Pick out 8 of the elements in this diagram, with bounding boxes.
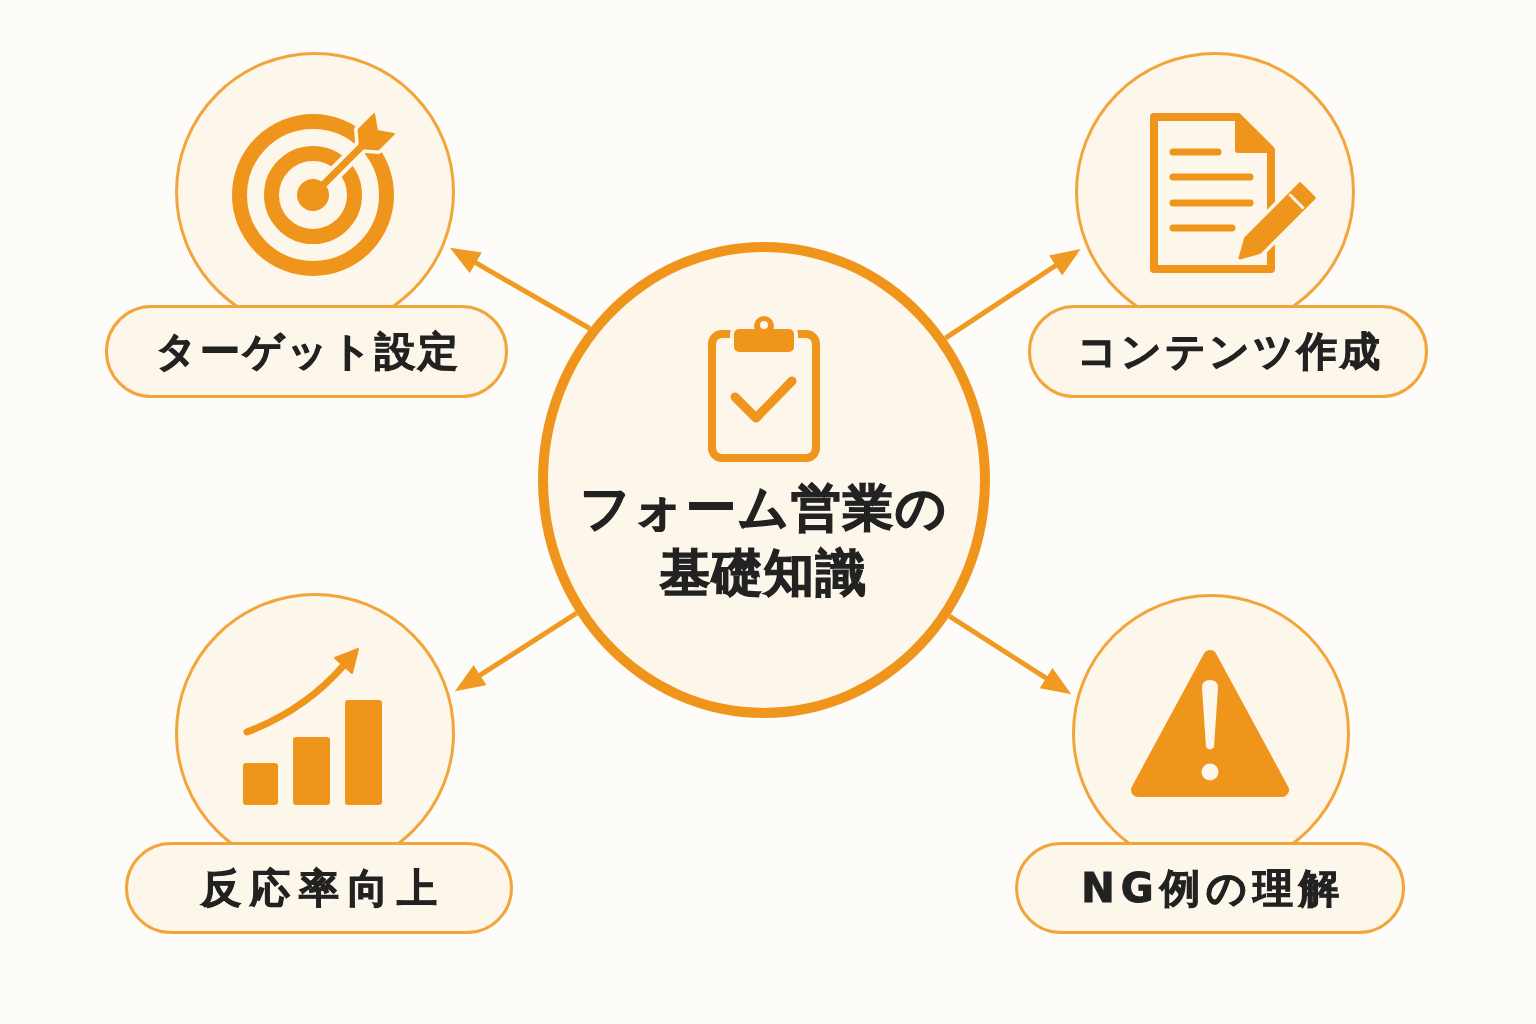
topic-label: 反応率向上 xyxy=(125,842,513,934)
hub-title: フォーム営業の基礎知識 xyxy=(579,478,949,604)
topic-label: コンテンツ作成 xyxy=(1028,305,1428,398)
topic-label: NG例の理解 xyxy=(1015,842,1405,934)
arrow xyxy=(948,614,1073,697)
arrow xyxy=(944,246,1082,341)
arrow xyxy=(448,245,591,331)
topic-label: ターゲット設定 xyxy=(105,305,508,398)
